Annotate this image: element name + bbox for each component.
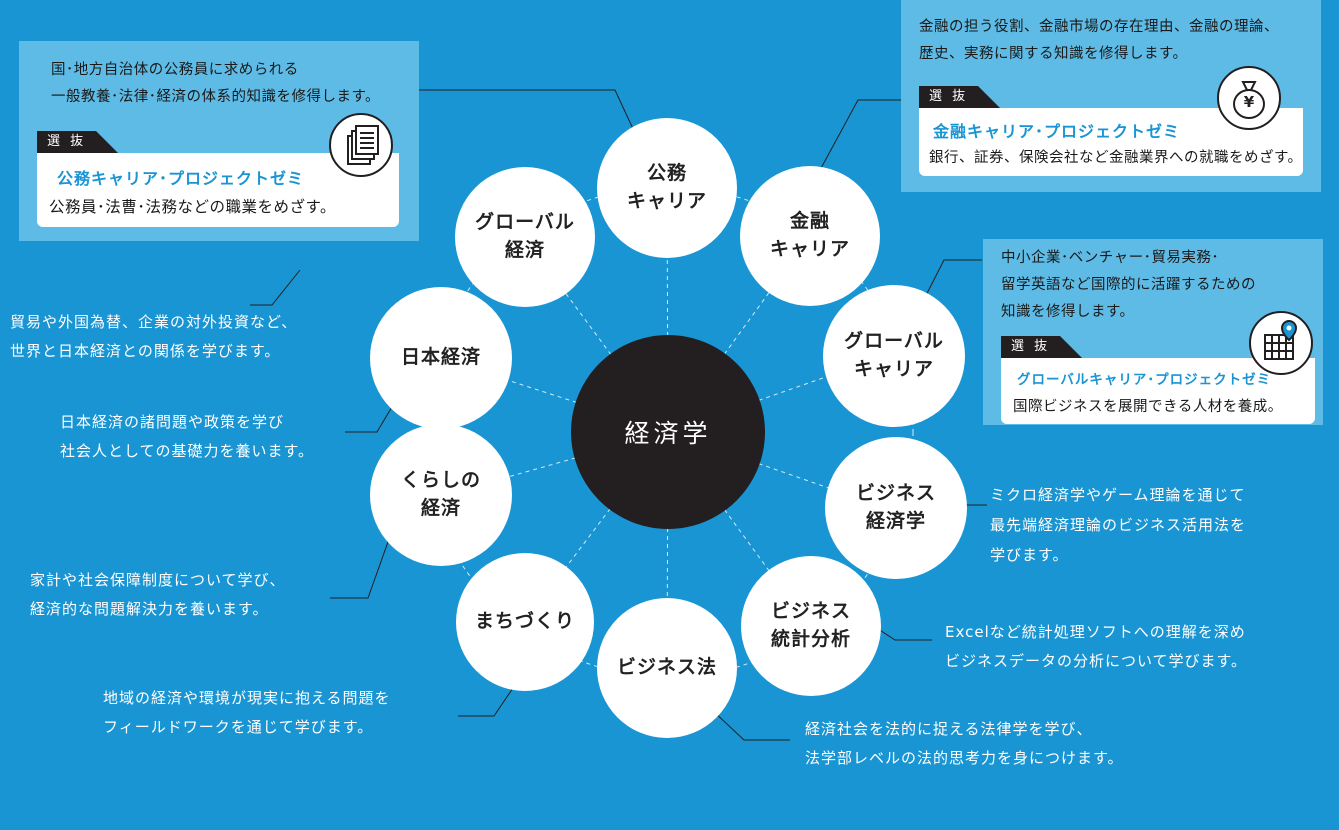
yen-bag-icon: ¥ [1217,66,1281,130]
zemi-sub: 銀行、証券、保険会社など金融業界への就職をめざす。 [929,150,1303,166]
desc-business-econ: ミクロ経済学やゲーム理論を通じて 最先端経済理論のビジネス活用法を 学びます。 [990,486,1247,564]
zemi-box: 金融キャリア･プロジェクトゼミ 銀行、証券、保険会社など金融業界への就職をめざす… [919,108,1303,176]
desc-machizukuri: 地域の経済や環境が現実に抱える問題を フィールドワークを通じて学びます。 [103,689,391,736]
node-kurashi: くらしの 経済 [370,424,512,566]
desc-global-econ: 貿易や外国為替、企業の対外投資など、 世界と日本経済との関係を学びます。 [10,313,298,360]
document-icon [329,113,393,177]
desc-business-stat: Excelなど統計処理ソフトへの理解を深め ビジネスデータの分析について学びます… [945,623,1248,670]
node-label: くらしの 経済 [400,469,481,519]
select-badge: 選 抜 [37,131,119,153]
node-label: 日本経済 [400,346,481,369]
node-label: ビジネス法 [616,656,717,679]
zemi-title: グローバルキャリア･プロジェクトゼミ [1017,372,1272,388]
zemi-title: 金融キャリア･プロジェクトゼミ [933,122,1181,141]
node-global-career: グローバル キャリア [823,285,965,427]
node-label: グローバル 経済 [475,211,575,261]
map-pin-icon [1249,311,1313,375]
node-business-law: ビジネス法 [597,598,737,738]
select-badge: 選 抜 [919,86,1001,108]
card-desc: 金融の担う役割、金融市場の存在理由、金融の理論、 歴史、実務に関する知識を修得し… [919,19,1279,62]
node-label: ビジネス 経済学 [855,482,936,532]
node-label: 公務 キャリア [626,162,707,212]
desc-kurashi: 家計や社会保障制度について学び、 経済的な問題解決力を養います。 [30,571,286,618]
center-node: 経済学 [571,335,765,529]
card-global: 中小企業･ベンチャー･貿易実務･ 留学英語など国際的に活躍するための 知識を修得… [983,239,1323,425]
zemi-sub: 国際ビジネスを展開できる人材を養成。 [1013,399,1283,415]
node-kinyu: 金融 キャリア [740,166,880,306]
zemi-sub: 公務員･法曹･法務などの職業をめざす。 [49,198,336,216]
node-label: グローバル キャリア [844,330,944,380]
node-label: 金融 キャリア [769,210,850,260]
node-business-stat: ビジネス 統計分析 [741,556,881,696]
card-desc: 中小企業･ベンチャー･貿易実務･ 留学英語など国際的に活躍するための 知識を修得… [1001,250,1256,320]
zemi-title: 公務キャリア･プロジェクトゼミ [57,169,305,188]
yen-glyph: ¥ [1243,93,1255,111]
desc-business-law: 経済社会を法的に捉える法律学を学び、 法学部レベルの法的思考力を身につけます。 [805,720,1124,767]
card-desc: 国･地方自治体の公務員に求められる 一般教養･法律･経済の体系的知識を修得します… [51,62,381,105]
card-kinyu: 金融の担う役割、金融市場の存在理由、金融の理論、 歴史、実務に関する知識を修得し… [901,0,1321,192]
node-global-econ: グローバル 経済 [455,167,595,307]
node-label: まちづくり [474,610,575,633]
center-label: 経済学 [624,419,712,448]
node-business-econ: ビジネス 経済学 [825,437,967,579]
desc-nihon: 日本経済の諸問題や政策を学び 社会人としての基礎力を養います。 [60,413,315,460]
select-badge: 選 抜 [1001,336,1083,358]
node-label: ビジネス 統計分析 [770,600,851,650]
card-koumu: 国･地方自治体の公務員に求められる 一般教養･法律･経済の体系的知識を修得します… [19,41,419,241]
zemi-box: 公務キャリア･プロジェクトゼミ 公務員･法曹･法務などの職業をめざす。 [37,153,399,227]
node-machizukuri: まちづくり [456,553,594,691]
node-koumu: 公務 キャリア [597,118,737,258]
node-nihon: 日本経済 [370,287,512,429]
